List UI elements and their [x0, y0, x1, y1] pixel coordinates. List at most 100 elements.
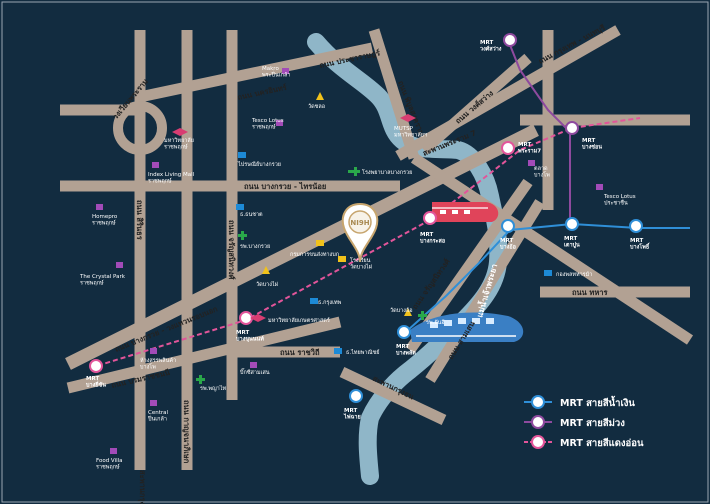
poi-bank2[interactable]: ธ.กรุงเทพ: [310, 298, 342, 306]
road-diagonal-se: [410, 153, 694, 345]
svg-text:ตลาดบางโพ: ตลาดบางโพ: [534, 166, 550, 179]
project-logo-text: NI9H: [350, 219, 369, 227]
svg-text:รพ.บางกรวย: รพ.บางกรวย: [240, 244, 270, 250]
poi-wat-bang[interactable]: วัดบางไผ่: [256, 266, 278, 288]
road-bridge-sw: [339, 367, 447, 425]
legend-blue: MRT สายสีน้ำเงิน: [524, 395, 635, 409]
svg-text:โรงพยาบาลบางกรวย: โรงพยาบาลบางกรวย: [362, 168, 412, 176]
svg-text:ธ.ธนชาต: ธ.ธนชาต: [240, 211, 263, 218]
label-jaran: ถนน จรัญสนิทวงศ์: [227, 220, 236, 280]
svg-text:มหาวิทยาลัยเกษตรศาสตร์: มหาวิทยาลัยเกษตรศาสตร์: [268, 317, 330, 324]
poi-hosp3[interactable]: รพ.ยันฮี: [418, 311, 445, 326]
svg-text:รพ.พญาไท: รพ.พญาไท: [200, 385, 226, 392]
svg-text:ธ.กรุงเทพ: ธ.กรุงเทพ: [318, 299, 342, 306]
poi-bank-kruai[interactable]: ไปรษณีย์บางกรวย: [237, 152, 281, 168]
poi-gov[interactable]: กรมการขนส่งทางบก: [290, 240, 339, 258]
poi-shop2[interactable]: ห้างสรรพสินค้าบางโพ: [140, 348, 176, 371]
label-kanchana: ถนน กาญจนาภิเษก: [182, 400, 191, 464]
poi-cpc[interactable]: ธ.ธนชาต: [236, 204, 263, 218]
poi-shop3[interactable]: บิ๊กซีสามเสน: [239, 362, 270, 376]
legend-purple: MRT สายสีม่วง: [524, 415, 625, 429]
road-nakhon-inthra: [133, 42, 374, 104]
poi-siam-tech[interactable]: มหาวิทยาลัยราชพฤกษ์: [164, 128, 194, 151]
label-taksin: สะพานกรุงเทพ: [138, 470, 147, 504]
blue-train: [410, 312, 524, 342]
label-sirindhorn: ถนน สิรินธร: [135, 200, 144, 241]
label-ratchawithi: ถนน ราชวิถี: [280, 348, 320, 357]
legend: MRT สายสีน้ำเงิน MRT สายสีม่วง MRT สายสี…: [524, 395, 644, 449]
svg-text:รพ.ยันฮี: รพ.ยันฮี: [426, 319, 445, 326]
mrt-purple-line: [507, 39, 571, 220]
legend-purple-label: MRT สายสีม่วง: [560, 417, 625, 429]
mrt-pink-line: [89, 117, 641, 369]
road-pracharat: [368, 28, 420, 160]
svg-text:กรมการขนส่งทางบก: กรมการขนส่งทางบก: [290, 251, 339, 258]
svg-text:ห้างสรรพสินค้าบางโพ: ห้างสรรพสินค้าบางโพ: [140, 357, 176, 371]
svg-text:วัดบางอ้อ: วัดบางอ้อ: [390, 307, 413, 314]
poi-hosp2[interactable]: รพ.พญาไท: [196, 375, 226, 392]
project-pin[interactable]: NI9H: [341, 202, 379, 263]
svg-text:ธ.ไทยพาณิชย์: ธ.ไทยพาณิชย์: [346, 349, 380, 356]
poi-market[interactable]: ตลาดบางโพ: [528, 160, 550, 179]
road-phibunsongkhram: [395, 25, 621, 161]
poi-school3[interactable]: มหาวิทยาลัยเกษตรศาสตร์: [250, 314, 330, 324]
legend-blue-label: MRT สายสีน้ำเงิน: [560, 395, 635, 409]
poi-gov2[interactable]: กองพลทหารม้า: [544, 270, 592, 278]
road-borommaratchachonnani: [66, 316, 342, 394]
red-train: [432, 202, 499, 222]
poi-hosp-bangkruai[interactable]: รพ.บางกรวย: [238, 231, 270, 250]
poi-wat-chalo[interactable]: วัดชลอ: [308, 92, 325, 110]
svg-text:วัดบางไผ่: วัดบางไผ่: [256, 281, 278, 288]
roundabout: [113, 101, 167, 155]
svg-text:กองพลทหารม้า: กองพลทหารม้า: [556, 271, 592, 278]
poi-bank3[interactable]: ธ.ไทยพาณิชย์: [334, 348, 380, 356]
poi-hosp-tha[interactable]: โรงพยาบาลบางกรวย: [348, 167, 412, 176]
poi-temple3[interactable]: วัดบางอ้อ: [390, 307, 413, 316]
road-bangkruai-ringroad: [65, 124, 539, 370]
svg-text:วัดชลอ: วัดชลอ: [308, 103, 325, 110]
